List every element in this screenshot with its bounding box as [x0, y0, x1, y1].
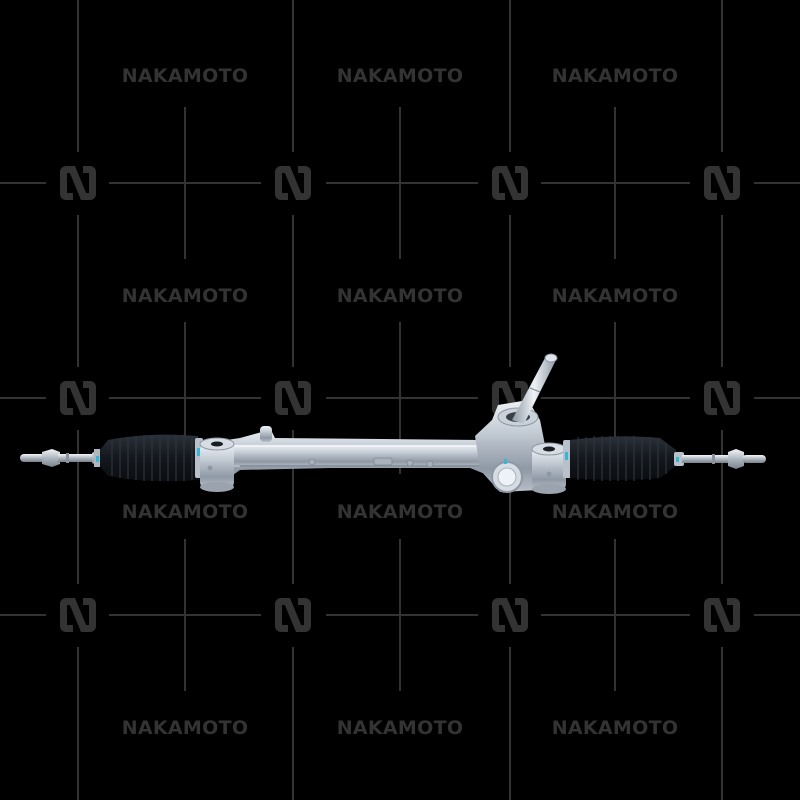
left-mount	[199, 437, 235, 492]
watermark-text: NAKAMOTO	[336, 65, 464, 87]
watermark-text: NAKAMOTO	[551, 65, 679, 87]
watermark-text: NAKAMOTO	[336, 285, 464, 307]
watermark-text: NAKAMOTO	[336, 717, 464, 739]
pinion-housing	[475, 353, 558, 493]
watermark-text: NAKAMOTO	[121, 65, 249, 87]
watermark-text: NAKAMOTO	[121, 717, 249, 739]
right-boot	[563, 436, 676, 481]
watermark-text: NAKAMOTO	[121, 285, 249, 307]
left-tie-rod	[20, 449, 100, 467]
watermark-text: NAKAMOTO	[121, 501, 249, 523]
left-boot	[100, 434, 203, 482]
watermark-text: NAKAMOTO	[551, 285, 679, 307]
watermark-text: NAKAMOTO	[551, 717, 679, 739]
right-tie-rod	[674, 449, 766, 469]
watermark-text: NAKAMOTO	[551, 501, 679, 523]
rack-housing	[200, 426, 505, 484]
watermark-text: NAKAMOTO	[336, 501, 464, 523]
right-mount	[531, 442, 567, 494]
